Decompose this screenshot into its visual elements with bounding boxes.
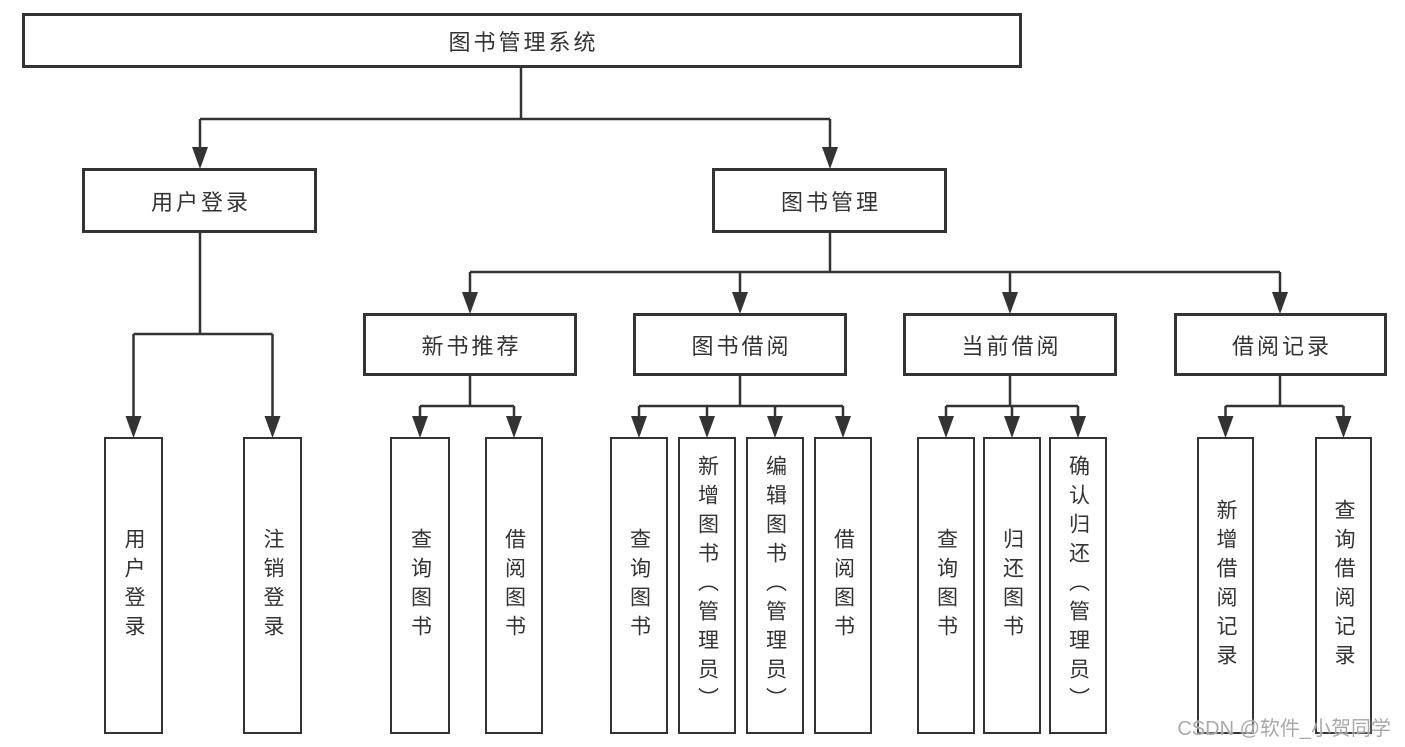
node-borrow-records: 借阅记录 — [1174, 313, 1387, 376]
node-leaf-add-borrow-record: 新增借阅记录 — [1197, 437, 1254, 734]
watermark-text: CSDN @软件_小贺同学 — [1177, 718, 1391, 740]
node-leaf-query-books-2: 查询图书 — [610, 437, 668, 734]
node-leaf-query-books-3: 查询图书 — [917, 437, 975, 734]
node-leaf-query-books-2-label: 查询图书 — [627, 527, 651, 644]
node-book-borrow-label: 图书借阅 — [691, 333, 792, 359]
node-leaf-add-books-admin: 新增图书（管理员） — [678, 437, 736, 734]
node-leaf-confirm-return-admin: 确认归还（管理员） — [1049, 437, 1107, 734]
node-leaf-confirm-return-admin-label: 确认归还（管理员） — [1066, 455, 1090, 716]
node-user-login: 用户登录 — [82, 168, 317, 233]
node-leaf-return-books-label: 归还图书 — [1000, 527, 1024, 644]
node-current-borrow: 当前借阅 — [903, 313, 1117, 376]
node-leaf-edit-books-admin-label: 编辑图书（管理员） — [763, 455, 787, 716]
node-leaf-borrow-books-2: 借阅图书 — [814, 437, 872, 734]
node-new-book-recommend-label: 新书推荐 — [421, 333, 522, 359]
node-book-management: 图书管理 — [712, 168, 947, 233]
node-leaf-return-books: 归还图书 — [983, 437, 1041, 734]
node-leaf-logout: 注销登录 — [243, 437, 302, 734]
node-leaf-edit-books-admin: 编辑图书（管理员） — [746, 437, 804, 734]
node-leaf-logout-label: 注销登录 — [261, 527, 284, 644]
node-leaf-query-books-1: 查询图书 — [390, 437, 450, 734]
node-book-management-label: 图书管理 — [780, 189, 881, 215]
node-leaf-user-login: 用户登录 — [104, 437, 163, 734]
node-leaf-borrow-books-2-label: 借阅图书 — [831, 527, 855, 644]
node-leaf-add-borrow-record-label: 新增借阅记录 — [1214, 498, 1237, 673]
node-leaf-query-books-3-label: 查询图书 — [934, 527, 958, 644]
node-root-label: 图书管理系统 — [448, 29, 599, 55]
node-user-login-label: 用户登录 — [150, 189, 251, 215]
node-leaf-query-borrow-record-label: 查询借阅记录 — [1332, 498, 1355, 673]
node-borrow-records-label: 借阅记录 — [1231, 333, 1332, 359]
node-leaf-borrow-books-1: 借阅图书 — [485, 437, 543, 734]
node-leaf-borrow-books-1-label: 借阅图书 — [502, 527, 526, 644]
node-root: 图书管理系统 — [22, 13, 1022, 68]
node-new-book-recommend: 新书推荐 — [363, 313, 577, 376]
node-book-borrow: 图书借阅 — [633, 313, 847, 376]
node-current-borrow-label: 当前借阅 — [961, 333, 1062, 359]
node-leaf-query-borrow-record: 查询借阅记录 — [1315, 437, 1372, 734]
node-leaf-query-books-1-label: 查询图书 — [408, 527, 432, 644]
node-leaf-add-books-admin-label: 新增图书（管理员） — [695, 455, 719, 716]
node-leaf-user-login-label: 用户登录 — [122, 527, 145, 644]
